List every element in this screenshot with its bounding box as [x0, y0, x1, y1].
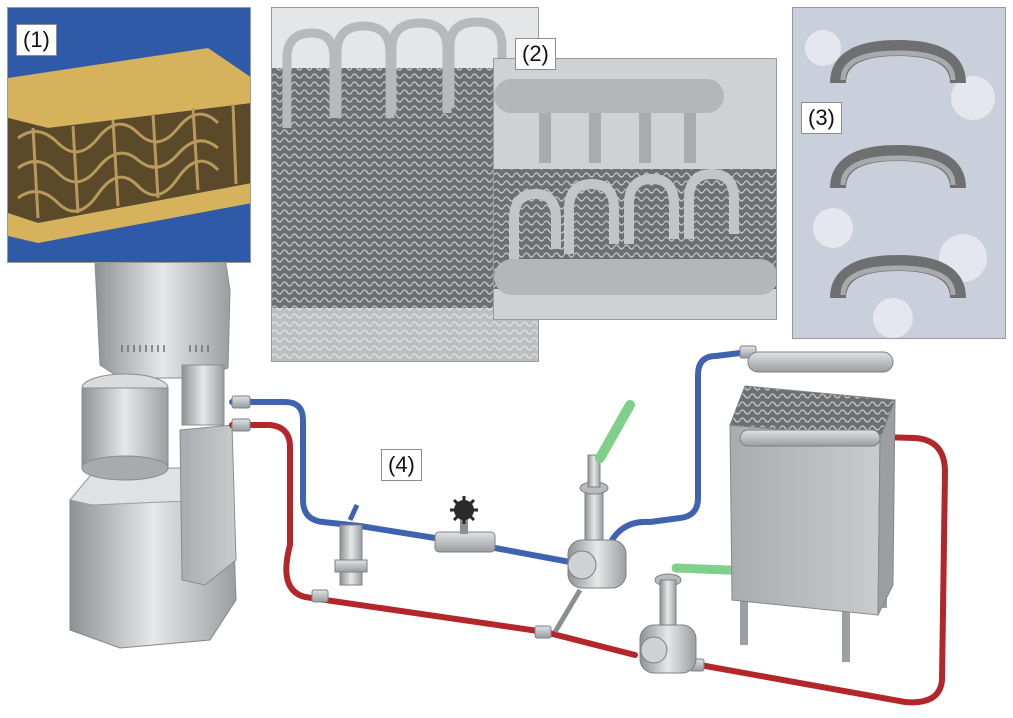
label-4: (4): [381, 449, 422, 481]
label-1: (1): [16, 24, 57, 56]
heat-exchanger-box: [730, 352, 895, 662]
cold-supply-line: [232, 352, 748, 562]
bypass-tee: [335, 505, 367, 585]
cryocooler-unit: [70, 225, 236, 648]
photo-metal-rings: (3): [792, 7, 1006, 339]
photo-lattice-structure: (1): [7, 7, 251, 263]
photo-coil-assembly: [493, 58, 777, 320]
ball-valve-upper: [568, 405, 630, 588]
label-2: (2): [515, 38, 556, 70]
flow-meter: [435, 496, 495, 552]
label-3: (3): [801, 102, 842, 134]
